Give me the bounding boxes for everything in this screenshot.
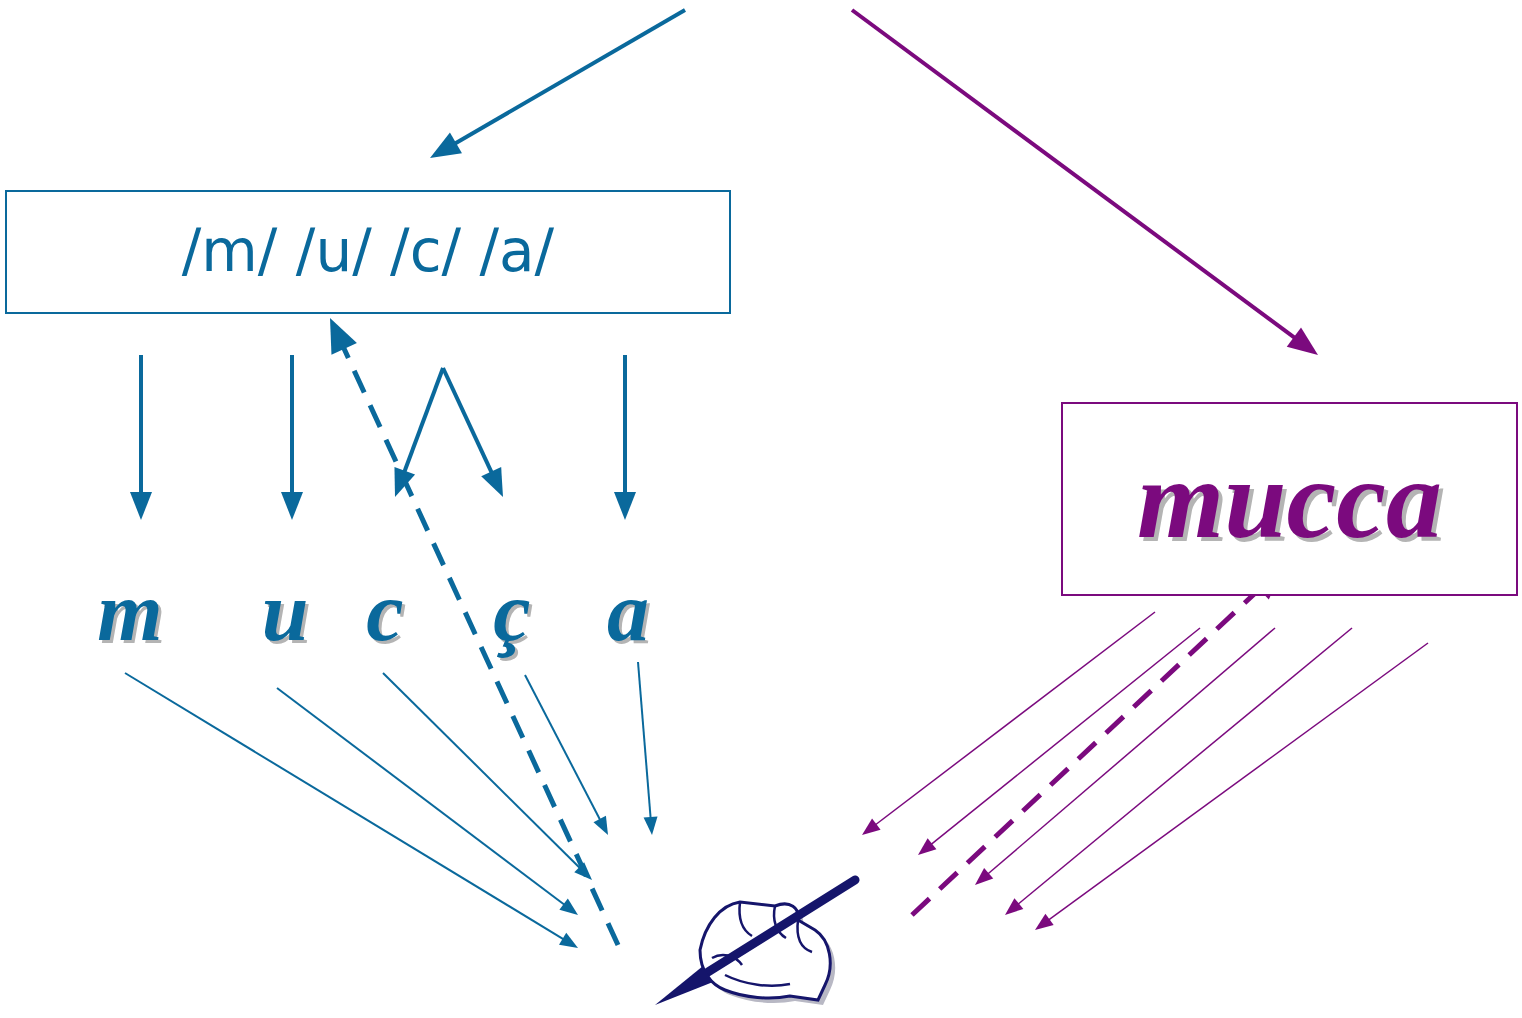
finger-line xyxy=(740,902,753,936)
route-arrow-head xyxy=(430,133,462,158)
pen-nib xyxy=(655,966,713,1005)
feedback-arrow-head xyxy=(330,318,357,355)
writing-arrow-line xyxy=(525,675,601,821)
grapheme-letter: ç xyxy=(493,570,530,654)
mapping-arrow-line xyxy=(623,355,627,496)
route-arrow-line xyxy=(852,10,1298,340)
route-arrow-line xyxy=(452,10,685,145)
feedback-arrow xyxy=(912,566,1284,915)
feedback-arrow-line xyxy=(342,344,618,945)
writing-arrow-line xyxy=(383,673,581,869)
finger-line xyxy=(725,975,790,986)
mapping-arrow-head xyxy=(614,492,636,520)
mapping-arrow xyxy=(281,355,303,520)
writing-arrow-line xyxy=(1047,643,1428,921)
writing-arrow-head xyxy=(1035,914,1054,930)
writing-arrow-line xyxy=(930,628,1200,845)
grapheme-letter: m xyxy=(97,570,162,654)
writing-arrow xyxy=(277,688,578,915)
word-text: mucca xyxy=(1137,443,1442,555)
phoneme-box: /m/ /u/ /c/ /a/ xyxy=(5,190,731,314)
grapheme-letter: c xyxy=(366,570,403,654)
hand-outline xyxy=(700,902,830,1000)
writing-arrow-head xyxy=(559,933,578,948)
mapping-arrow xyxy=(130,355,152,520)
mapping-arrow xyxy=(614,355,636,520)
grapheme-letter: u xyxy=(262,570,309,654)
writing-arrow-head xyxy=(918,838,936,855)
mapping-arrow-line xyxy=(139,355,143,496)
route-arrow-head xyxy=(1287,328,1318,355)
mapping-arrow-line xyxy=(443,368,493,475)
mapping-arrow-head xyxy=(281,492,303,520)
writing-arrow xyxy=(862,612,1155,835)
writing-arrow-head xyxy=(559,899,578,915)
writing-arrow-head xyxy=(644,816,658,835)
mapping-arrow-line xyxy=(403,368,443,475)
grapheme-letter: a xyxy=(607,570,649,654)
writing-arrow-line xyxy=(987,628,1275,875)
writing-arrow xyxy=(125,673,578,948)
writing-arrow-head xyxy=(975,868,993,885)
writing-arrow-line xyxy=(638,662,651,820)
route-arrow xyxy=(430,10,685,158)
writing-arrow-head xyxy=(593,816,608,835)
mapping-arrow-head xyxy=(130,492,152,520)
writing-arrow xyxy=(1035,643,1428,930)
writing-arrow xyxy=(975,628,1275,885)
writing-arrow-head xyxy=(862,819,881,835)
writing-arrow-head xyxy=(1005,898,1023,915)
writing-arrow-line xyxy=(125,673,565,940)
writing-arrow xyxy=(525,675,608,835)
pen-body xyxy=(708,880,855,972)
writing-arrow-line xyxy=(874,612,1155,826)
writing-arrow xyxy=(638,662,658,835)
route-arrow xyxy=(852,10,1318,355)
mapping-arrow xyxy=(443,368,503,497)
phoneme-text: /m/ /u/ /c/ /a/ xyxy=(182,217,554,287)
writing-arrow xyxy=(1005,628,1352,915)
writing-arrow-line xyxy=(277,688,566,906)
writing-arrow xyxy=(383,673,592,880)
writing-arrow-line xyxy=(1017,628,1352,905)
word-box: mucca xyxy=(1061,402,1518,596)
mapping-arrow-line xyxy=(290,355,294,496)
feedback-arrow-line xyxy=(912,586,1263,915)
feedback-arrow xyxy=(330,318,618,945)
writing-arrow xyxy=(918,628,1200,855)
finger-line xyxy=(798,920,812,952)
mapping-arrow-head xyxy=(481,467,503,497)
